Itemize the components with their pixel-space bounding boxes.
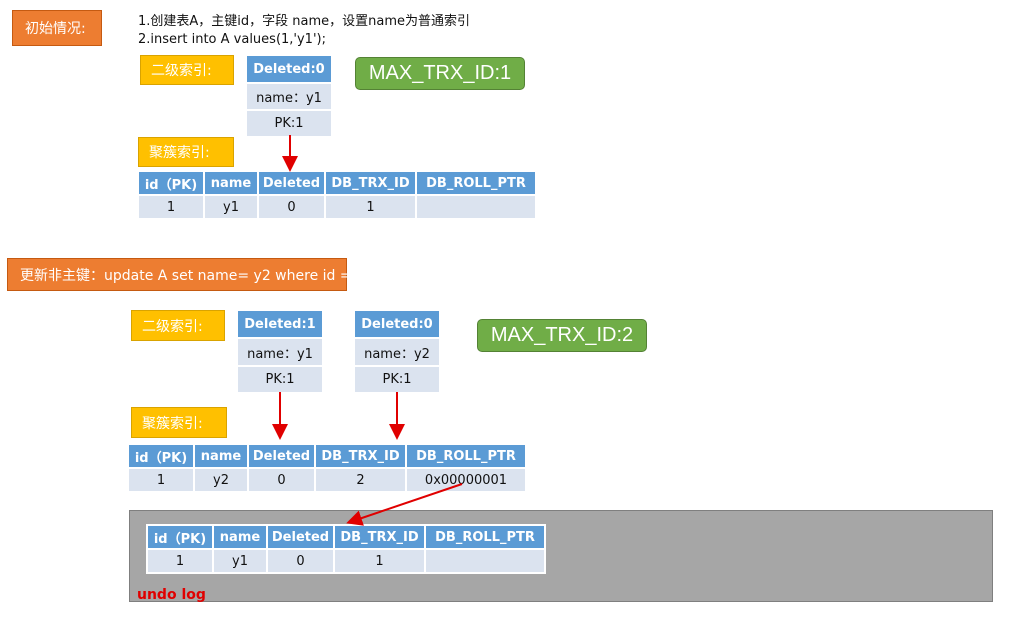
clustered-index-table: id（PK) name Deleted DB_TRX_ID DB_ROLL_PT… bbox=[137, 170, 537, 220]
column-header: DB_ROLL_PTR bbox=[415, 170, 537, 196]
column-header: DB_ROLL_PTR bbox=[424, 524, 546, 550]
table-cell: 0 bbox=[247, 467, 316, 493]
table-cell: 1 bbox=[333, 548, 426, 574]
table-row: 1 y1 0 1 bbox=[146, 548, 546, 574]
undo-log-label: undo log bbox=[137, 587, 206, 603]
column-header: id（PK) bbox=[127, 443, 195, 469]
column-header: DB_TRX_ID bbox=[333, 524, 426, 550]
table-cell: 0 bbox=[266, 548, 335, 574]
column-header: DB_TRX_ID bbox=[314, 443, 407, 469]
column-header: name bbox=[212, 524, 268, 550]
secondary-index-new-entry: Deleted:0 name：y2 PK:1 bbox=[355, 311, 439, 392]
table-cell bbox=[424, 548, 546, 574]
column-header: Deleted bbox=[247, 443, 316, 469]
initial-note-2: 2.insert into A values(1,'y1'); bbox=[138, 32, 326, 47]
table-row: 1 y1 0 1 bbox=[137, 194, 537, 220]
table-cell: 2 bbox=[314, 467, 407, 493]
entry-name: name：y2 bbox=[355, 337, 439, 365]
table-header-row: id（PK) name Deleted DB_TRX_ID DB_ROLL_PT… bbox=[127, 443, 527, 469]
table-cell: 1 bbox=[137, 194, 205, 220]
entry-deleted-flag: Deleted:0 bbox=[355, 311, 439, 337]
secondary-index-label: 二级索引: bbox=[140, 55, 234, 85]
entry-deleted-flag: Deleted:1 bbox=[238, 311, 322, 337]
entry-deleted-flag: Deleted:0 bbox=[247, 56, 331, 82]
secondary-index-label: 二级索引: bbox=[131, 310, 225, 341]
column-header: id（PK) bbox=[137, 170, 205, 196]
table-cell: y1 bbox=[203, 194, 259, 220]
column-header: Deleted bbox=[266, 524, 335, 550]
table-cell: y2 bbox=[193, 467, 249, 493]
initial-state-label: 初始情况: bbox=[12, 10, 102, 46]
column-header: DB_ROLL_PTR bbox=[405, 443, 527, 469]
clustered-index-table: id（PK) name Deleted DB_TRX_ID DB_ROLL_PT… bbox=[127, 443, 527, 493]
entry-pk: PK:1 bbox=[355, 365, 439, 392]
column-header: name bbox=[203, 170, 259, 196]
secondary-index-old-entry: Deleted:1 name：y1 PK:1 bbox=[238, 311, 322, 392]
secondary-index-entry: Deleted:0 name：y1 PK:1 bbox=[247, 56, 331, 136]
table-cell: 1 bbox=[146, 548, 214, 574]
table-header-row: id（PK) name Deleted DB_TRX_ID DB_ROLL_PT… bbox=[137, 170, 537, 196]
column-header: name bbox=[193, 443, 249, 469]
table-cell bbox=[415, 194, 537, 220]
entry-pk: PK:1 bbox=[238, 365, 322, 392]
table-cell: 1 bbox=[324, 194, 417, 220]
entry-pk: PK:1 bbox=[247, 109, 331, 136]
entry-name: name：y1 bbox=[247, 82, 331, 109]
column-header: Deleted bbox=[257, 170, 326, 196]
max-trx-id-badge: MAX_TRX_ID:1 bbox=[355, 57, 525, 90]
table-header-row: id（PK) name Deleted DB_TRX_ID DB_ROLL_PT… bbox=[146, 524, 546, 550]
max-trx-id-badge: MAX_TRX_ID:2 bbox=[477, 319, 647, 352]
column-header: DB_TRX_ID bbox=[324, 170, 417, 196]
clustered-index-label: 聚簇索引: bbox=[131, 407, 227, 438]
undo-log-table: id（PK) name Deleted DB_TRX_ID DB_ROLL_PT… bbox=[146, 524, 546, 574]
update-statement-label: 更新非主键：update A set name= y2 where id = 1… bbox=[7, 258, 370, 291]
table-cell: 0x00000001 bbox=[405, 467, 527, 493]
table-cell: 0 bbox=[257, 194, 326, 220]
table-cell: y1 bbox=[212, 548, 268, 574]
table-cell: 1 bbox=[127, 467, 195, 493]
column-header: id（PK) bbox=[146, 524, 214, 550]
clustered-index-label: 聚簇索引: bbox=[138, 137, 234, 167]
table-row: 1 y2 0 2 0x00000001 bbox=[127, 467, 527, 493]
entry-name: name：y1 bbox=[238, 337, 322, 365]
initial-note-1: 1.创建表A，主键id，字段 name，设置name为普通索引 bbox=[138, 14, 471, 29]
